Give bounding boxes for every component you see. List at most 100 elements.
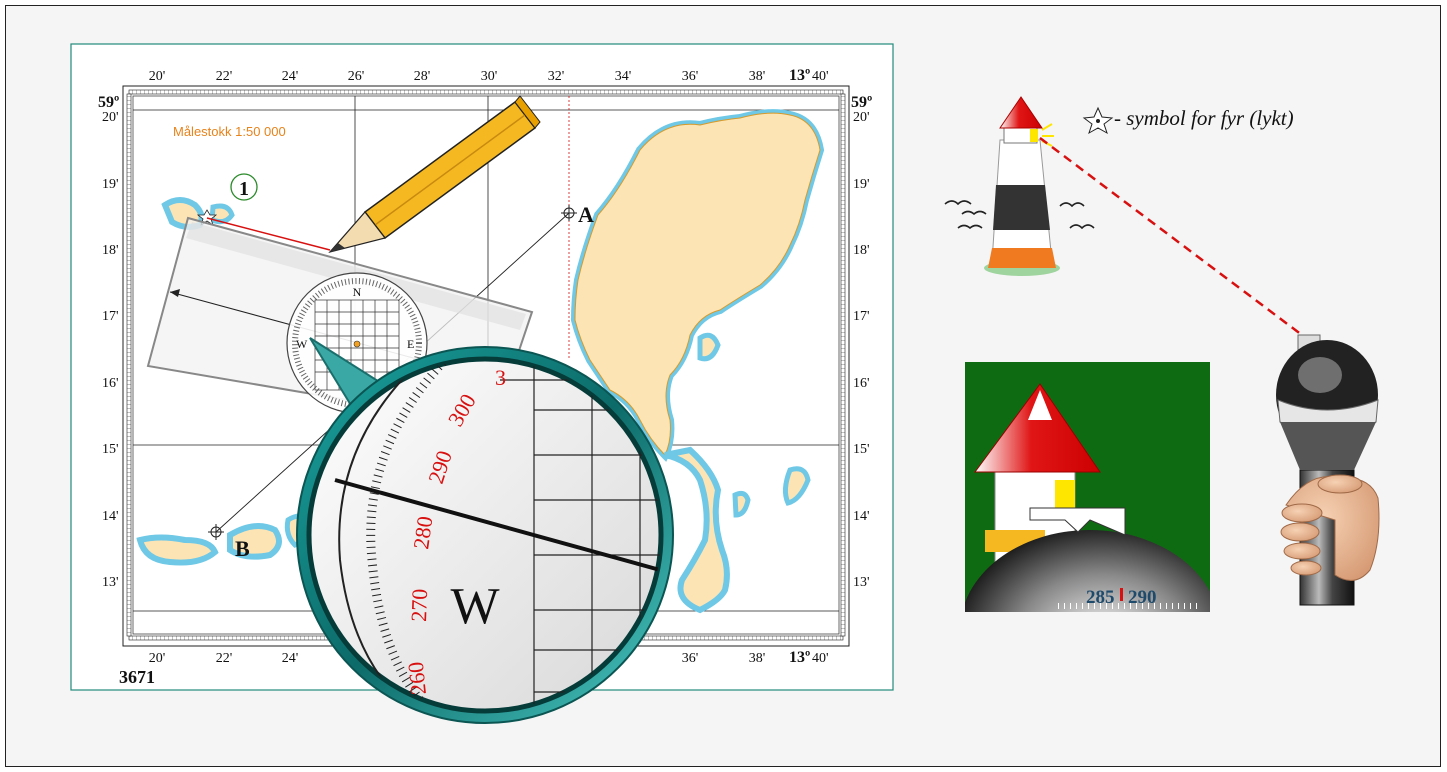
lat-min-left: 20' (102, 110, 119, 125)
lighthouse-roof (999, 96, 1043, 129)
lat-label-left: 18' (102, 243, 119, 258)
sighting-roof (974, 383, 1101, 473)
lat-label-right: 19' (853, 177, 870, 192)
lat-label-left: 13' (102, 575, 119, 590)
bearing-label: 260 (403, 661, 431, 696)
lon-label-top: 38' (749, 69, 766, 84)
lat-label-right: 14' (853, 509, 870, 524)
lat-deg-left: 59º (98, 94, 119, 111)
left-scale-strip (126, 93, 132, 637)
hand-icon (1285, 476, 1380, 581)
compass-w-label: W (296, 337, 308, 351)
islet-far-east (782, 466, 811, 506)
marker-number: 1 (239, 178, 249, 200)
compass-pivot (353, 340, 361, 348)
top-scale-strip (128, 89, 844, 95)
bearing-line (206, 217, 331, 251)
lon-label-bottom: 38' (749, 651, 766, 666)
magnifier: 3 300 290 280 270 260 W (296, 337, 674, 724)
compass-neck (1280, 422, 1376, 470)
bearing-partial: 3 (495, 365, 506, 390)
right-scale-strip (840, 93, 846, 637)
lon-label-top: 20' (149, 69, 166, 84)
islands (136, 109, 825, 614)
islet-1-east (209, 203, 235, 225)
lat-min-right: 20' (853, 110, 870, 125)
corner-lon-deg-bottom: 13º (789, 649, 810, 666)
sighting-notch (1029, 507, 1126, 536)
marker-circle (230, 173, 258, 201)
seagull-icons (944, 200, 1095, 230)
corner-lon-deg-top: 13º (789, 67, 810, 84)
lon-label-top: 32' (548, 69, 565, 84)
lighthouse-illustration (944, 96, 1095, 276)
point-b-label: B (235, 536, 250, 561)
islet-east (697, 332, 721, 362)
lat-label-left: 19' (102, 177, 119, 192)
magnified-dial-edge (338, 359, 446, 701)
sighting-view: 285 290 (965, 362, 1210, 612)
sighting-line (1039, 137, 1303, 336)
magnified-bearing-line (334, 478, 661, 572)
lon-label-bottom: 20' (149, 651, 166, 666)
corner-lon-min-bottom: 40' (812, 651, 829, 666)
point-a-label: A (578, 202, 594, 227)
legend-dot-icon (1096, 119, 1100, 123)
sighting-reading-main: 285 (1086, 587, 1115, 608)
magnified-degree-ticks (366, 359, 464, 703)
lat-label-right: 18' (853, 243, 870, 258)
lighthouse-band (993, 185, 1050, 230)
bottom-lon-labels: 20' 22' 24' 36' 38' (149, 651, 766, 666)
lon-label-bottom: 24' (282, 651, 299, 666)
lon-label-bottom: 36' (682, 651, 699, 666)
bearing-label: 270 (406, 588, 432, 622)
bearing-label: 280 (408, 515, 437, 551)
magnified-view: 3 300 290 280 270 260 W (334, 359, 661, 711)
lat-labels-left: 19' 18' 17' 16' 15' 14' 13' (102, 177, 119, 590)
point-b-marker (208, 524, 224, 540)
lat-label-left: 14' (102, 509, 119, 524)
lighthouse-lamp (1030, 129, 1038, 142)
lat-label-right: 15' (853, 442, 870, 457)
legend-caption: - symbol for fyr (lykt) (1114, 106, 1294, 130)
hand-bearing-compass (1276, 334, 1380, 606)
lon-label-top: 28' (414, 69, 431, 84)
lat-label-right: 16' (853, 376, 870, 391)
lon-label-top: 22' (216, 69, 233, 84)
magnified-direction: W (450, 578, 499, 635)
light-rays (1041, 123, 1054, 147)
corner-lon-min-top: 40' (812, 69, 829, 84)
top-lon-labels: 20' 22' 24' 26' 28' 30' 32' 34' 36' 38' (149, 69, 766, 84)
lat-label-right: 13' (853, 575, 870, 590)
lon-label-top: 30' (481, 69, 498, 84)
lon-label-top: 36' (682, 69, 699, 84)
sighting-compass-dome (965, 530, 1210, 612)
lat-label-right: 17' (853, 309, 870, 324)
scale-label: Målestokk 1:50 000 (173, 124, 286, 139)
compass-e-label: E (407, 337, 414, 351)
finger-icons (1280, 474, 1363, 576)
point-a-marker (561, 205, 577, 221)
chart-number: 3671 (119, 667, 155, 687)
lighthouse-foot (988, 248, 1056, 268)
lat-label-left: 16' (102, 376, 119, 391)
compass-glare (1298, 357, 1342, 393)
sighting-roof-highlight (1028, 390, 1052, 420)
islet-b (227, 523, 282, 560)
lat-deg-right: 59º (851, 94, 872, 111)
lon-label-bottom: 22' (216, 651, 233, 666)
direction-arrowhead (170, 289, 180, 297)
lon-label-top: 24' (282, 69, 299, 84)
lat-labels-right: 19' 18' 17' 16' 15' 14' 13' (853, 177, 870, 590)
islet-b-west (136, 534, 219, 566)
lat-label-left: 15' (102, 442, 119, 457)
lon-label-top: 34' (615, 69, 632, 84)
lon-label-top: 26' (348, 69, 365, 84)
southern-spit (664, 446, 730, 614)
large-island (574, 112, 821, 456)
islet-south (732, 490, 751, 518)
magnifier-lens (306, 356, 664, 714)
lat-label-left: 17' (102, 309, 119, 324)
